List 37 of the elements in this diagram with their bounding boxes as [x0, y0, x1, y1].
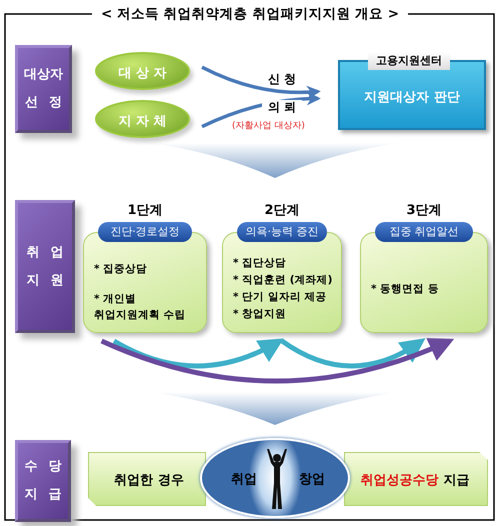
bullet-text: * 개인별 취업지원계획 수립 [94, 292, 187, 323]
section-label-box [15, 200, 75, 333]
stage-heading-pill: 의욕·능력 증진 [237, 222, 327, 242]
note-text: (자활사업 대상자) [232, 120, 305, 132]
ellipse-text: 창업 [298, 471, 326, 488]
section-label-box [15, 440, 71, 522]
applicant-ellipse [95, 100, 190, 138]
applicant-ellipse [95, 52, 190, 90]
stage-number: 2단계 [263, 202, 301, 219]
arrow [280, 338, 426, 368]
stage-heading-pill: 집중 취업알선 [375, 222, 473, 242]
arrow [112, 338, 284, 368]
section-label-box [15, 45, 72, 133]
bullet-text: * 창업지원 [233, 307, 288, 322]
result-band [344, 452, 488, 506]
edge-label: 의 뢰 [262, 100, 302, 114]
section-label: 수 당 지 급 [24, 458, 62, 504]
result-band [88, 452, 206, 506]
bullet-text: * 직업훈련 (계좌제) [233, 273, 334, 288]
bullet-text: * 집단상담 [233, 256, 288, 271]
bullet-text: * 집중상담 [94, 262, 148, 277]
band-text: 취업한 경우 [113, 472, 185, 489]
stage-heading-pill: 진단·경로설정 [98, 222, 192, 242]
stage-number: 1단계 [126, 202, 164, 219]
bullet-text: * 단기 일자리 제공 [233, 290, 328, 305]
center-label: 지원대상자 판단 [363, 89, 461, 106]
ellipse-label: 지 자 체 [117, 113, 168, 130]
band-text: 취업성공수당 지급 [360, 472, 470, 489]
bullet-text: * 동행면접 등 [371, 282, 440, 297]
section-label: 취 업 지 원 [26, 244, 64, 290]
center-tab-label: 고용지원센터 [368, 52, 450, 70]
ellipse-text: 취업 [230, 471, 258, 488]
stage-number: 3단계 [405, 202, 443, 219]
section-label: 대상자 선 정 [23, 66, 64, 112]
arrow [100, 337, 454, 384]
arrow [201, 66, 321, 100]
ellipse-label: 대 상 자 [117, 65, 168, 82]
